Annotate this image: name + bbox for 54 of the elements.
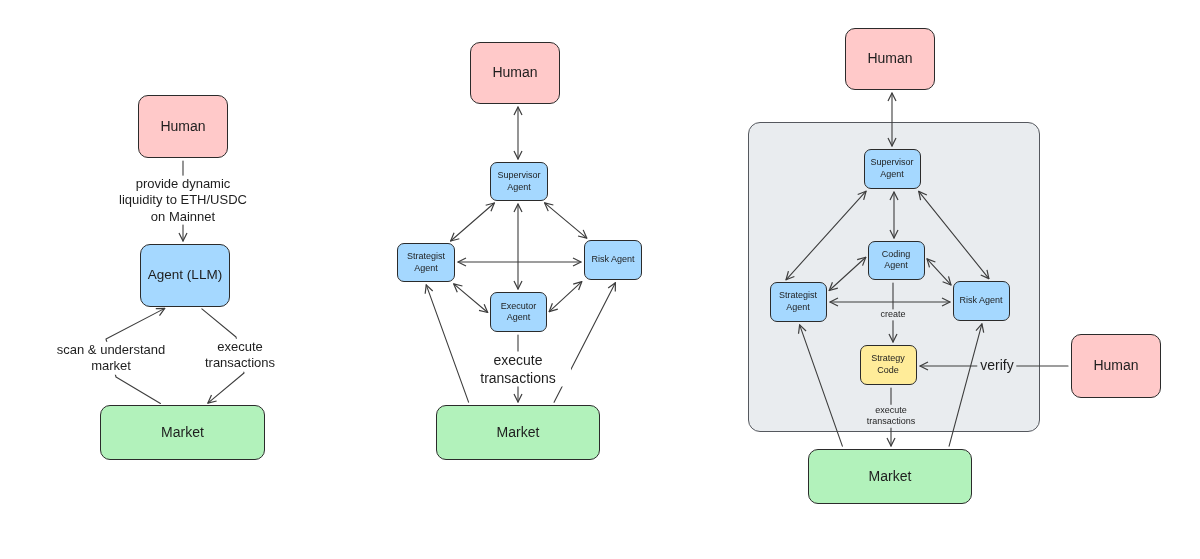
agent-box bbox=[584, 240, 642, 280]
agent-box bbox=[769, 281, 827, 322]
double-arrow bbox=[544, 202, 588, 239]
double-arrow bbox=[889, 191, 899, 239]
agent-box bbox=[490, 162, 548, 201]
node-label: Risk Agent bbox=[959, 294, 1003, 307]
double-arrow bbox=[785, 190, 867, 281]
code-box bbox=[859, 344, 917, 385]
double-arrow bbox=[918, 190, 990, 280]
double-arrow bbox=[548, 281, 583, 313]
arrow bbox=[424, 284, 470, 403]
agent-box bbox=[140, 244, 230, 307]
agent-box bbox=[863, 148, 921, 189]
double-arrow bbox=[453, 283, 489, 314]
agent-box bbox=[952, 280, 1010, 321]
node-label: Market bbox=[868, 467, 912, 486]
node-label: Human bbox=[867, 50, 913, 68]
node-label: Coding Agent bbox=[880, 248, 912, 272]
agent-box bbox=[490, 292, 547, 332]
node-label: Supervisor Agent bbox=[496, 170, 542, 193]
arrow bbox=[797, 324, 843, 447]
double-arrow bbox=[513, 106, 523, 160]
market-box bbox=[100, 405, 265, 460]
node-label: Strategy Code bbox=[870, 353, 906, 376]
double-arrow bbox=[887, 92, 897, 147]
edge-label: create bbox=[877, 309, 909, 321]
market-box bbox=[808, 449, 972, 504]
double-arrow bbox=[926, 258, 952, 286]
human-box bbox=[1071, 334, 1161, 398]
node-label: Human bbox=[1093, 357, 1139, 375]
agent-box bbox=[867, 240, 925, 280]
node-label: Market bbox=[496, 423, 540, 442]
node-label: Executor Agent bbox=[499, 300, 538, 324]
node-label: Human bbox=[492, 64, 538, 82]
double-arrow bbox=[457, 257, 582, 267]
edge-label: verify bbox=[977, 357, 1017, 375]
human-box bbox=[470, 42, 560, 104]
node-label: Agent (LLM) bbox=[147, 267, 223, 284]
double-arrow bbox=[829, 297, 951, 307]
node-label: Human bbox=[160, 117, 206, 136]
double-arrow bbox=[513, 203, 523, 290]
double-arrow bbox=[828, 256, 867, 292]
agent-box bbox=[397, 243, 455, 282]
double-arrow bbox=[450, 202, 495, 242]
market-box bbox=[436, 405, 600, 460]
human-box bbox=[138, 95, 228, 158]
node-label: Strategist Agent bbox=[778, 290, 818, 313]
node-label: Market bbox=[161, 423, 204, 442]
arrow bbox=[948, 323, 985, 447]
node-label: Supervisor Agent bbox=[869, 157, 915, 180]
human-box bbox=[845, 28, 935, 90]
node-label: Strategist Agent bbox=[406, 251, 446, 274]
group-panel bbox=[748, 122, 1040, 432]
node-label: Risk Agent bbox=[591, 254, 635, 266]
